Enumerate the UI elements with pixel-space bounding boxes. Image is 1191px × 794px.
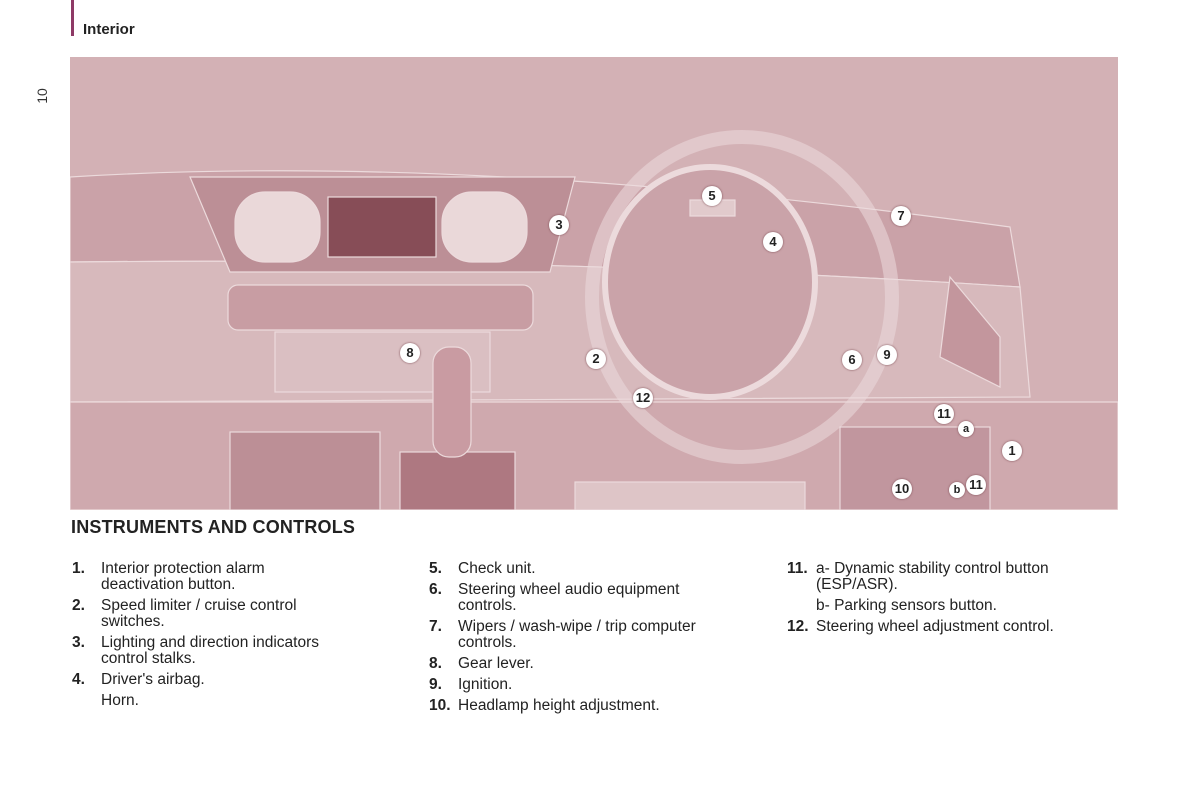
dashboard-drawing xyxy=(70,130,1118,510)
item-number: 8. xyxy=(429,655,442,672)
legend-item: 8. Gear lever. xyxy=(429,656,696,672)
item-text: a- Dynamic stability control button (ESP… xyxy=(816,560,1049,593)
callout-5: 5 xyxy=(702,186,722,206)
callout-12: 12 xyxy=(633,388,653,408)
callout-4: 4 xyxy=(763,232,783,252)
item-number: 4. xyxy=(72,671,85,688)
legend-item: 9. Ignition. xyxy=(429,677,696,693)
item-text: Speed limiter / cruise control switches. xyxy=(101,597,297,630)
callout-2: 2 xyxy=(586,349,606,369)
legend-item: 2. Speed limiter / cruise control switche… xyxy=(72,598,319,630)
item-text: Interior protection alarm deactivation b… xyxy=(101,560,265,593)
legend-item: 12. Steering wheel adjustment control. xyxy=(787,619,1054,635)
page-number: 10 xyxy=(33,88,50,104)
item-text: Steering wheel audio equipment controls. xyxy=(458,581,680,614)
item-text: Gear lever. xyxy=(458,655,534,672)
item-number: 11. xyxy=(787,560,808,577)
callout-6: 6 xyxy=(842,350,862,370)
item-number: 7. xyxy=(429,618,442,635)
callout-a: a xyxy=(958,421,974,437)
legend-item: 4. Driver's airbag. xyxy=(72,672,319,688)
section-title: Interior xyxy=(83,21,135,38)
item-number: 6. xyxy=(429,581,442,598)
callout-7: 7 xyxy=(891,206,911,226)
legend-item: 11. a- Dynamic stability control button (… xyxy=(787,561,1054,593)
callout-3: 3 xyxy=(549,215,569,235)
page-heading: INSTRUMENTS AND CONTROLS xyxy=(71,517,356,537)
legend-item: 7. Wipers / wash-wipe / trip computer con… xyxy=(429,619,696,651)
legend-column-3: 11. a- Dynamic stability control button (… xyxy=(787,561,1054,640)
item-text: Ignition. xyxy=(458,676,513,693)
legend-item: 1. Interior protection alarm deactivation… xyxy=(72,561,319,593)
item-number: 3. xyxy=(72,634,85,651)
item-number: 10. xyxy=(429,697,451,714)
callout-10: 10 xyxy=(892,479,912,499)
item-number: 1. xyxy=(72,560,85,577)
section-marker xyxy=(71,0,74,36)
item-number: 5. xyxy=(429,560,442,577)
callout-11a: 11 xyxy=(934,404,954,424)
legend-item: 6. Steering wheel audio equipment control… xyxy=(429,582,696,614)
legend-item: 5. Check unit. xyxy=(429,561,696,577)
item-text: Driver's airbag. xyxy=(101,671,205,688)
callout-8: 8 xyxy=(400,343,420,363)
item-text: Headlamp height adjustment. xyxy=(458,697,660,714)
item-number: 2. xyxy=(72,597,85,614)
legend-item: 3. Lighting and direction indicators cont… xyxy=(72,635,319,667)
item-text: Wipers / wash-wipe / trip computer contr… xyxy=(458,618,696,651)
item-text: Lighting and direction indicators contro… xyxy=(101,634,319,667)
legend-column-2: 5. Check unit. 6. Steering wheel audio equ… xyxy=(429,561,696,719)
item-number: 12. xyxy=(787,618,809,635)
dashboard-illustration: 5 3 7 4 8 2 6 9 12 11 a 1 10 b 11 xyxy=(70,57,1118,510)
legend-item: 10. Headlamp height adjustment. xyxy=(429,698,696,714)
callout-9: 9 xyxy=(877,345,897,365)
item-text: Steering wheel adjustment control. xyxy=(816,618,1054,635)
item-subtext: Horn. xyxy=(101,692,139,709)
item-text: Check unit. xyxy=(458,560,536,577)
item-subtext: b- Parking sensors button. xyxy=(816,597,997,614)
callout-1: 1 xyxy=(1002,441,1022,461)
callout-b: b xyxy=(949,482,965,498)
legend-column-1: 1. Interior protection alarm deactivation… xyxy=(72,561,319,714)
callout-11b: 11 xyxy=(966,475,986,495)
item-number: 9. xyxy=(429,676,442,693)
